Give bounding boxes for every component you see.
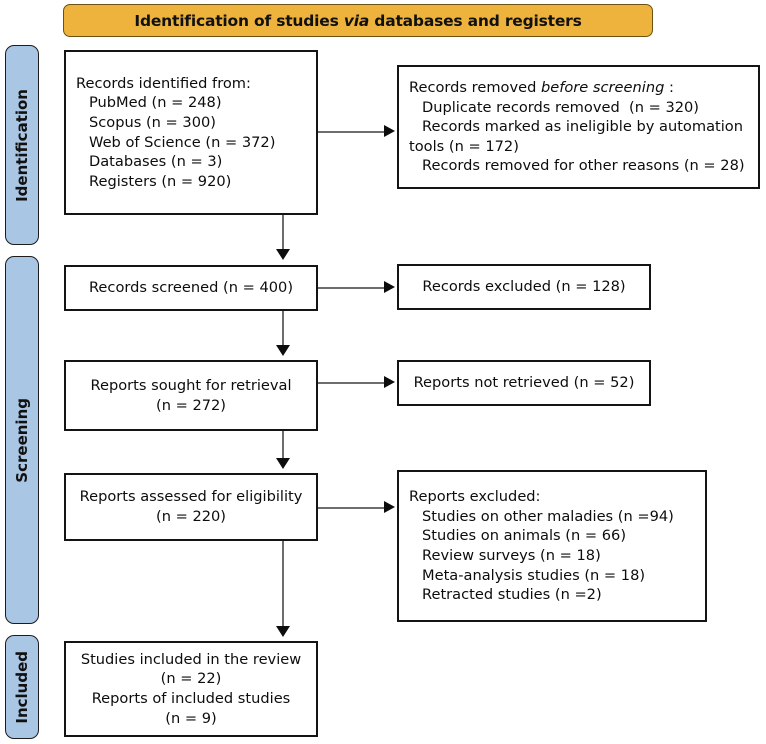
records-removed-line-0: Records removed before screening : (409, 79, 674, 97)
stage-label-identification: Identification (5, 45, 39, 245)
records-identified-line-3: Web of Science (n = 372) (89, 133, 276, 151)
records-screened-box: Records screened (n = 400) (64, 265, 318, 311)
reports-sought-line-0: Reports sought for retrieval (90, 376, 292, 394)
records-identified-line-2: Scopus (n = 300) (89, 113, 216, 131)
records-identified-line-4: Databases (n = 3) (89, 153, 223, 171)
banner-title: Identification of studies via databases … (134, 11, 582, 30)
connector-assessed-to-included (282, 541, 284, 629)
stage-label-screening: Screening (5, 256, 39, 624)
connector-sought-to-notretrieved (318, 382, 386, 384)
records-removed-line-1: Duplicate records removed (n = 320) (422, 98, 699, 116)
reports-assessed-line-0: Reports assessed for eligibility (79, 488, 303, 506)
reports-sought-line-1: (n = 272) (155, 396, 226, 414)
studies-included-box: Studies included in the review (n = 22) … (64, 641, 318, 737)
arrowhead-identified-to-removed (384, 125, 395, 137)
records-identified-line-5: Registers (n = 920) (89, 172, 232, 190)
records-removed-box: Records removed before screening : Dupli… (397, 65, 760, 189)
arrowhead-identified-to-screened (276, 249, 290, 260)
connector-sought-to-assessed (282, 431, 284, 462)
records-excluded-box: Records excluded (n = 128) (397, 264, 651, 310)
arrowhead-screened-to-sought (276, 345, 290, 356)
stage-label-included-text: Included (13, 650, 31, 724)
stage-label-included: Included (5, 635, 39, 739)
reports-excluded-line-4: Meta-analysis studies (n = 18) (422, 566, 646, 584)
studies-included-line-2: Reports of included studies (91, 690, 291, 707)
records-removed-line-4: Records removed for other reasons (n = 2… (422, 157, 745, 175)
connector-identified-to-screened (282, 215, 284, 253)
reports-excluded-line-2: Studies on animals (n = 66) (422, 527, 627, 545)
reports-assessed-line-1: (n = 220) (155, 508, 226, 525)
studies-included-line-3: (n = 9) (165, 709, 217, 727)
reports-assessed-box: Reports assessed for eligibility (n = 22… (64, 473, 318, 541)
records-removed-line-3: tools (n = 172) (409, 137, 519, 155)
connector-assessed-to-reportsexcluded (318, 507, 386, 509)
studies-included-line-0: Studies included in the review (80, 650, 302, 668)
reports-excluded-line-3: Review surveys (n = 18) (422, 547, 601, 564)
studies-included-line-1: (n = 22) (160, 670, 222, 688)
reports-not-retrieved-line-0: Reports not retrieved (n = 52) (413, 374, 635, 392)
arrowhead-sought-to-notretrieved (384, 376, 395, 388)
reports-excluded-line-5: Retracted studies (n =2) (422, 586, 602, 604)
records-removed-line-2: Records marked as ineligible by automati… (422, 118, 743, 136)
records-excluded-line-0: Records excluded (n = 128) (422, 278, 626, 296)
reports-sought-box: Reports sought for retrieval (n = 272) (64, 360, 318, 431)
stage-label-identification-text: Identification (13, 88, 31, 202)
diagram-banner: Identification of studies via databases … (63, 4, 653, 37)
connector-identified-to-removed (318, 131, 386, 133)
connector-screened-to-excluded (318, 287, 386, 289)
arrowhead-screened-to-excluded (384, 281, 395, 293)
reports-excluded-line-1: Studies on other maladies (n =94) (422, 507, 674, 525)
records-identified-line-1: PubMed (n = 248) (89, 94, 222, 112)
reports-excluded-line-0: Reports excluded: (409, 488, 541, 506)
arrowhead-assessed-to-reportsexcluded (384, 501, 395, 513)
reports-not-retrieved-box: Reports not retrieved (n = 52) (397, 360, 651, 406)
stage-label-screening-text: Screening (13, 397, 31, 483)
records-screened-line-0: Records screened (n = 400) (88, 279, 294, 297)
arrowhead-assessed-to-included (276, 626, 290, 637)
records-identified-box: Records identified from: PubMed (n = 248… (64, 50, 318, 215)
connector-screened-to-sought (282, 311, 284, 349)
records-identified-line-0: Records identified from: (76, 74, 251, 92)
reports-excluded-box: Reports excluded: Studies on other malad… (397, 470, 707, 622)
arrowhead-sought-to-assessed (276, 458, 290, 469)
